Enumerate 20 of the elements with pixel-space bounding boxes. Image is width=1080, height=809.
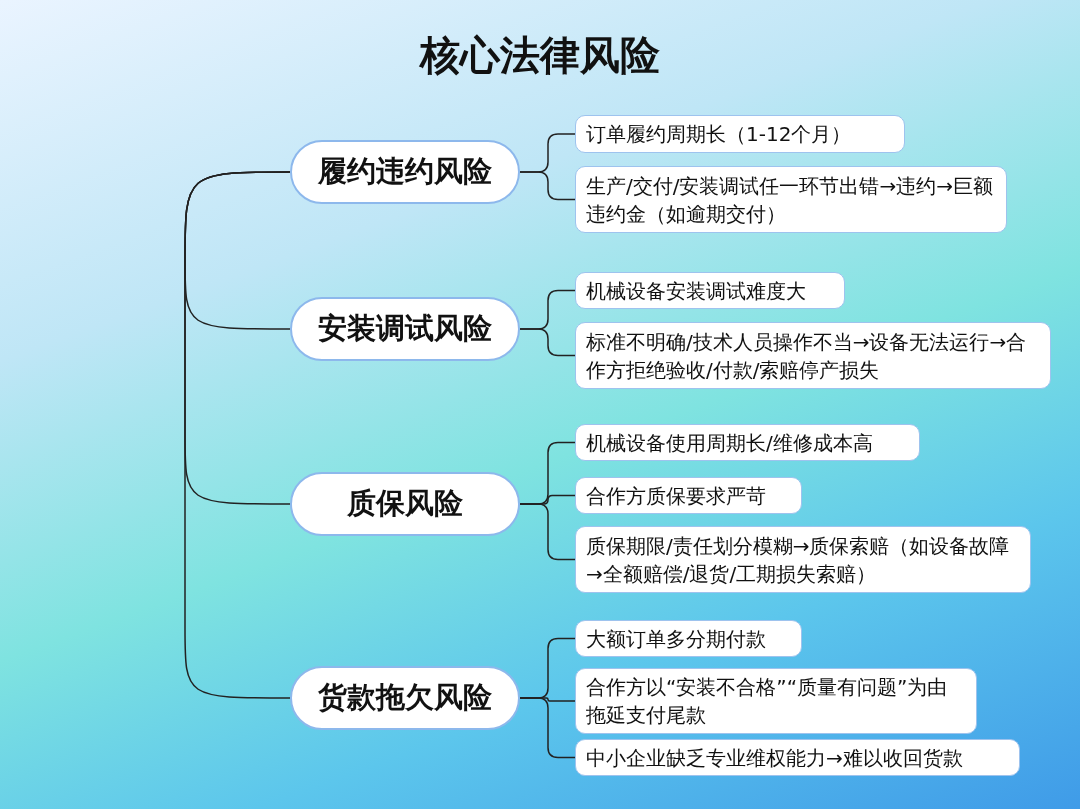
item-box: 质保期限/责任划分模糊→质保索赔（如设备故障→全额赔偿/退货/工期损失索赔） <box>575 526 1031 593</box>
item-box: 机械设备使用周期长/维修成本高 <box>575 424 920 461</box>
item-box: 合作方以“安装不合格”“质量有问题”为由拖延支付尾款 <box>575 668 977 734</box>
category-box: 货款拖欠风险 <box>290 666 520 730</box>
connector-line <box>519 697 576 759</box>
connector-line <box>519 503 576 561</box>
item-box: 标准不明确/技术人员操作不当→设备无法运行→合作方拒绝验收/付款/索赔停产损失 <box>575 322 1051 389</box>
category-box: 履约违约风险 <box>290 140 520 204</box>
connector-line <box>184 171 291 699</box>
item-box: 生产/交付/安装调试任一环节出错→违约→巨额违约金（如逾期交付） <box>575 166 1007 233</box>
category-box: 安装调试风险 <box>290 297 520 361</box>
item-box: 机械设备安装调试难度大 <box>575 272 845 309</box>
item-box: 大额订单多分期付款 <box>575 620 802 657</box>
connector-line <box>519 328 576 357</box>
category-box: 质保风险 <box>290 472 520 536</box>
item-box: 订单履约周期长（1-12个月） <box>575 115 905 153</box>
item-box: 合作方质保要求严苛 <box>575 477 802 514</box>
title: 核心法律风险 <box>418 31 661 80</box>
connector-line <box>519 171 576 201</box>
item-box: 中小企业缺乏专业维权能力→难以收回货款 <box>575 739 1020 776</box>
